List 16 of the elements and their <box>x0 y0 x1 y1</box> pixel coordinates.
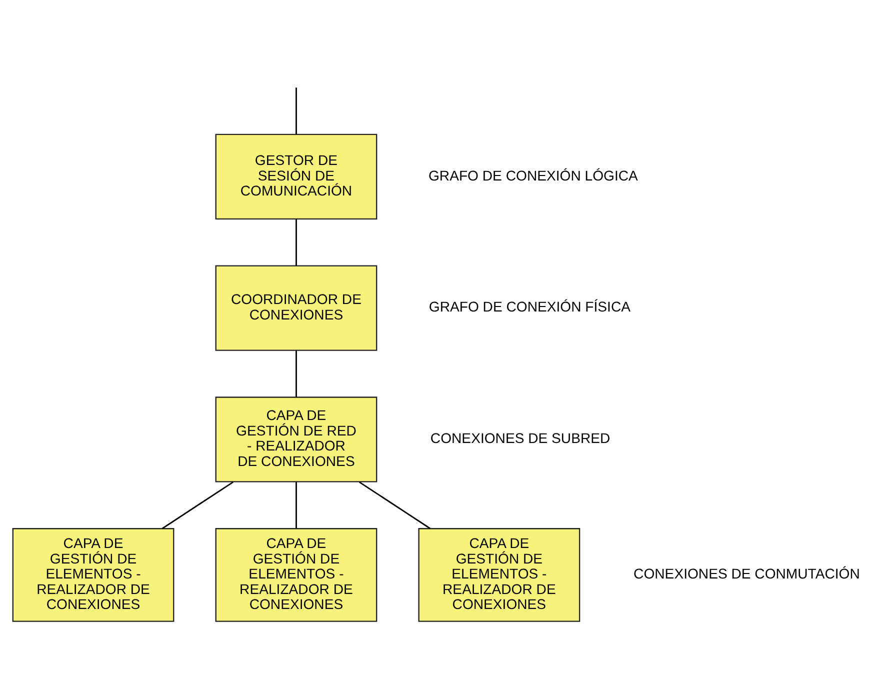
connector <box>296 88 297 134</box>
node-box: CAPA DE GESTIÓN DE ELEMENTOS - REALIZADOR DE CONEXIONES <box>12 528 174 622</box>
node-box: CAPA DE GESTIÓN DE ELEMENTOS - REALIZADOR DE CONEXIONES <box>215 528 378 622</box>
connector <box>296 350 297 398</box>
label: CONEXIONES DE SUBRED <box>430 430 610 446</box>
connector <box>296 219 297 266</box>
label: CONEXIONES DE CONMUTACIÓN <box>634 566 860 582</box>
connector <box>358 481 431 530</box>
node-box: COORDINADOR DE CONEXIONES <box>215 265 378 351</box>
node-box: CAPA DE GESTIÓN DE RED - REALIZADOR DE CONEXIONES <box>215 396 378 482</box>
label: GRAFO DE CONEXIÓN FÍSICA <box>428 298 630 315</box>
connector <box>162 481 234 530</box>
connector <box>296 482 297 528</box>
node-box: GESTOR DE SESIÓN DE COMUNICACIÓN <box>215 134 378 220</box>
node-box: CAPA DE GESTIÓN DE ELEMENTOS - REALIZADOR DE CONEXIONES <box>418 528 580 622</box>
label: GRAFO DE CONEXIÓN LÓGICA <box>428 167 638 184</box>
